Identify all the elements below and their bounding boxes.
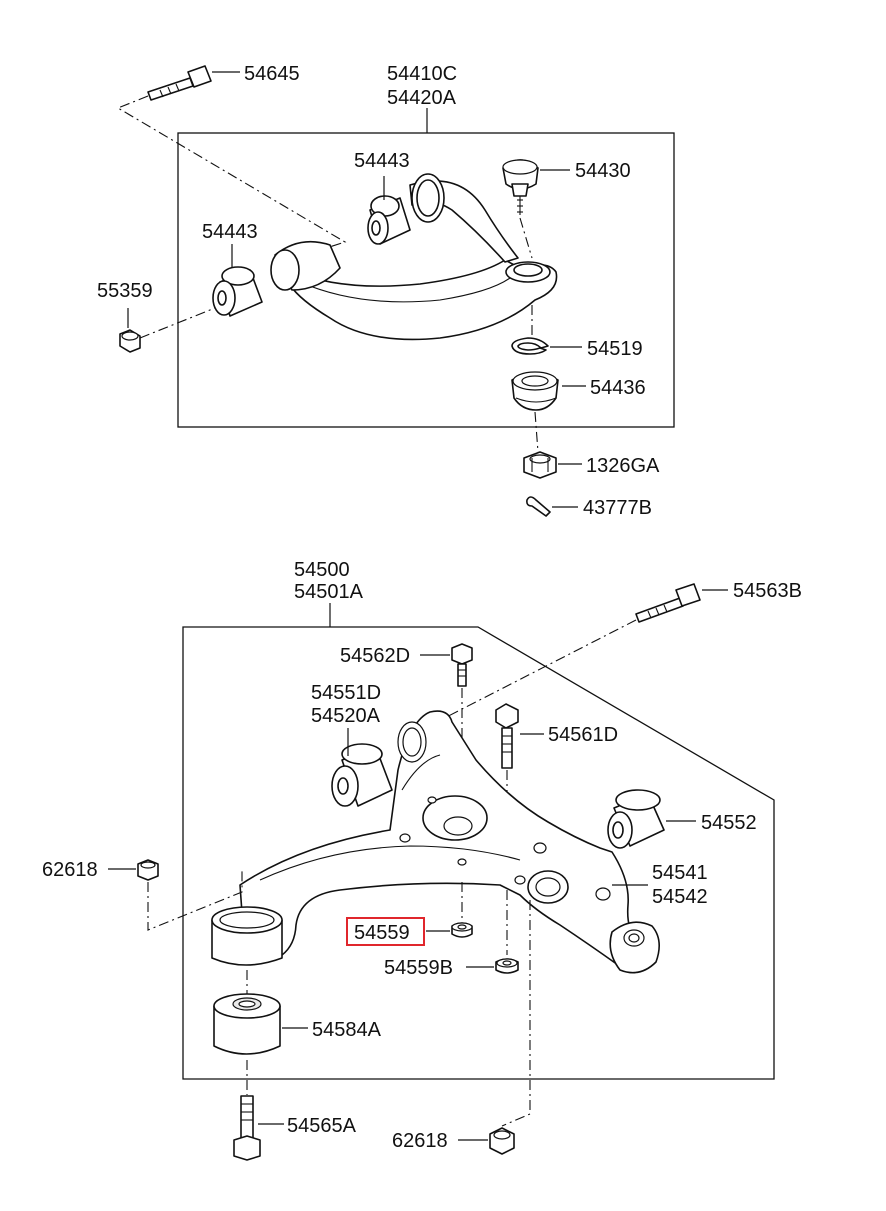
long-bolt-54563b-part <box>635 583 701 623</box>
part-54563b-label[interactable]: 54563B <box>733 580 802 602</box>
part-62618-left-label[interactable]: 62618 <box>42 859 98 881</box>
part-54552-label[interactable]: 54552 <box>701 812 757 834</box>
snap-ring-54519-part <box>511 337 549 355</box>
highlight-box-54559 <box>346 917 425 946</box>
bolt-54561d-part <box>495 703 519 769</box>
lower-assembly-label-1[interactable]: 54500 <box>294 559 350 581</box>
part-54584a-label[interactable]: 54584A <box>312 1019 382 1041</box>
part-54520a-label[interactable]: 54520A <box>311 705 381 727</box>
washer-54559b-part <box>495 958 519 974</box>
lower-control-arm-part <box>239 710 646 974</box>
sleeve-left-part <box>211 906 283 966</box>
part-1326ga-label[interactable]: 1326GA <box>586 455 660 477</box>
lower-arm-frame <box>182 626 775 1080</box>
castle-nut-1326ga-part <box>523 451 557 479</box>
part-54551d-label[interactable]: 54551D <box>311 682 381 704</box>
upper-arm-assembly: 54410C 54420A 54645 <box>97 63 675 519</box>
part-62618-bottom-label[interactable]: 62618 <box>392 1130 448 1152</box>
part-54645-label[interactable]: 54645 <box>244 63 300 85</box>
part-54562d-label[interactable]: 54562D <box>340 645 410 667</box>
washer-54559-part <box>451 922 473 938</box>
nut-55359-part <box>119 329 141 353</box>
part-54430-label[interactable]: 54430 <box>575 160 631 182</box>
dust-cover-54436-part <box>511 371 559 411</box>
bolt-54562d-part <box>451 643 473 687</box>
ball-joint-54430-part <box>502 159 539 215</box>
upper-assembly-label-1[interactable]: 54410C <box>387 63 457 85</box>
bushing-54584a-part <box>213 993 281 1055</box>
part-54559-label[interactable]: 54559 <box>354 922 410 944</box>
upper-assembly-label-2[interactable]: 54420A <box>387 87 457 109</box>
part-54541-label[interactable]: 54541 <box>652 862 708 884</box>
part-54561d-label[interactable]: 54561D <box>548 724 618 746</box>
part-54519-label[interactable]: 54519 <box>587 338 643 360</box>
part-54559b-label[interactable]: 54559B <box>384 957 453 979</box>
part-43777b-label[interactable]: 43777B <box>583 497 652 519</box>
end-bushing-right-part <box>609 921 660 974</box>
bushing-54443-left-part <box>212 266 263 317</box>
part-55359-label[interactable]: 55359 <box>97 280 153 302</box>
bolt-54645-part <box>147 65 212 101</box>
lower-assembly-label-2[interactable]: 54501A <box>294 581 364 603</box>
part-54443-center-label[interactable]: 54443 <box>354 150 410 172</box>
part-54542-label[interactable]: 54542 <box>652 886 708 908</box>
bushing-54552-part <box>607 789 665 849</box>
upper-control-arm-part <box>270 173 558 341</box>
cotter-pin-43777b-part <box>526 496 551 517</box>
upper-arm-frame <box>177 132 675 428</box>
lower-arm-assembly: 54500 54501A 54563B 54562D <box>42 559 802 1161</box>
part-54565a-label[interactable]: 54565A <box>287 1115 357 1137</box>
bolt-54565a-part <box>233 1095 261 1161</box>
bushing-54443-center-part <box>367 195 411 245</box>
bushing-54551d-part <box>331 743 393 807</box>
nut-62618-bottom-part <box>489 1127 515 1155</box>
nut-62618-left-part <box>137 859 159 881</box>
part-54436-label[interactable]: 54436 <box>590 377 646 399</box>
part-54443-left-label[interactable]: 54443 <box>202 221 258 243</box>
